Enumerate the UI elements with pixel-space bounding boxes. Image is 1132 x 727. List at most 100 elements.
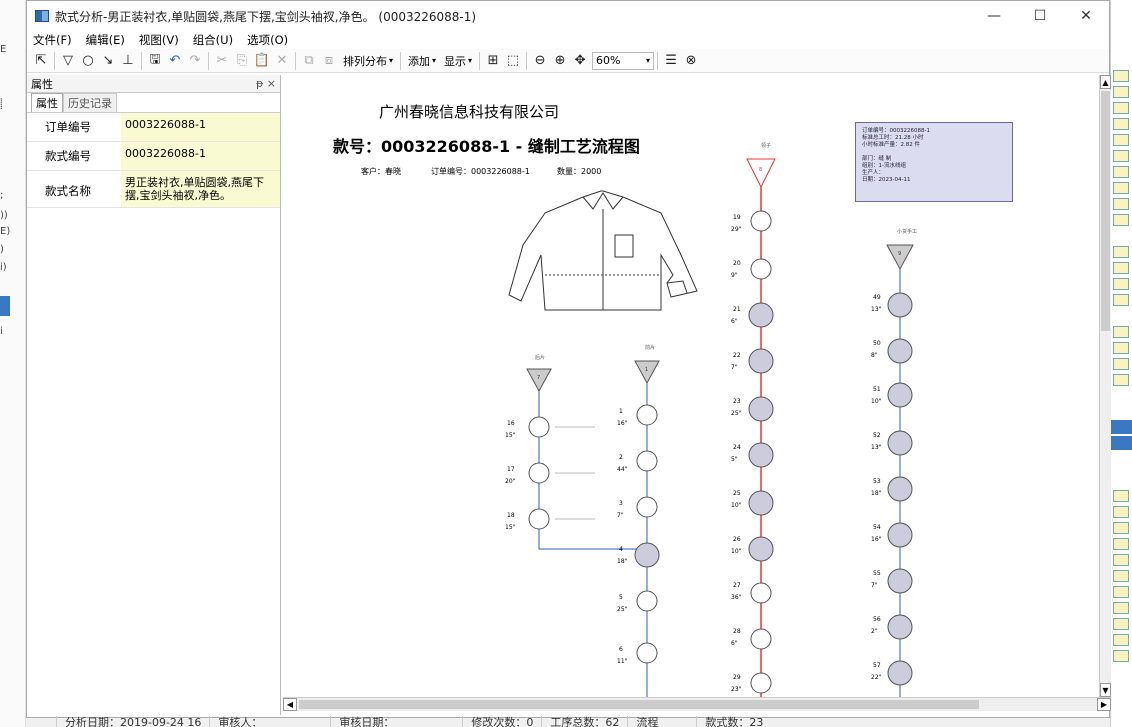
status-bar: 分析日期：2019-09-24 16 审核人： 审核日期： 修改次数：0 工序总… <box>26 716 1110 727</box>
properties-panel: 属性 ᵽ × 属性 历史记录 订单编号 0003226088-1 款式编号 00… <box>27 75 281 715</box>
zoom-in-icon[interactable]: ⊕ <box>554 53 566 68</box>
arrange-dropdown[interactable]: 排列分布▾ <box>343 54 394 68</box>
scroll-thumb[interactable] <box>1101 91 1110 331</box>
svg-text:9: 9 <box>898 251 901 257</box>
menu-view[interactable]: 视图(V) <box>138 33 179 47</box>
add-dropdown[interactable]: 添加▾ <box>408 54 437 68</box>
prop-row-style-no[interactable]: 款式编号 0003226088-1 <box>27 142 280 171</box>
list-icon[interactable]: ☰ <box>665 53 677 68</box>
svg-text:16: 16 <box>507 420 515 427</box>
background-window-left: E ⸽ ; )) E) ) i) i <box>0 0 26 727</box>
status-total-steps: 工序总数：62 <box>541 716 627 727</box>
triangle-tool-icon[interactable]: ▽ <box>63 53 73 68</box>
horizontal-scrollbar[interactable]: ◀ ▶ <box>283 697 1111 711</box>
show-dropdown[interactable]: 显示▾ <box>444 54 473 68</box>
select-region-icon[interactable]: ⬚ <box>506 53 520 68</box>
svg-text:51: 51 <box>873 386 881 393</box>
chevron-down-icon: ▾ <box>432 56 437 65</box>
svg-text:36": 36" <box>731 594 742 601</box>
close-circle-icon[interactable]: ⊗ <box>685 53 697 68</box>
copy-icon[interactable]: ⎘ <box>236 53 248 68</box>
prop-value[interactable]: 男正装衬衣,单贴圆袋,燕尾下摆,宝剑头袖衩,净色。 <box>121 171 280 207</box>
prop-value[interactable]: 0003226088-1 <box>121 142 280 170</box>
maximize-button[interactable]: ☐ <box>1033 8 1047 24</box>
tab-history[interactable]: 历史记录 <box>63 93 117 112</box>
svg-text:13": 13" <box>871 444 882 451</box>
pin-close-icon[interactable]: ᵽ × <box>255 77 276 90</box>
status-styles: 款式数：23 <box>696 716 771 727</box>
paste-icon[interactable]: 📋 <box>253 53 271 68</box>
redo-icon[interactable]: ↷ <box>189 53 201 68</box>
svg-text:1: 1 <box>619 408 623 415</box>
menu-edit[interactable]: 编辑(E) <box>85 33 125 47</box>
svg-text:29: 29 <box>733 674 741 681</box>
shirt-drawing <box>508 190 698 311</box>
scroll-left-icon[interactable]: ◀ <box>283 698 297 711</box>
zoom-out-icon[interactable]: ⊖ <box>534 53 546 68</box>
column-label: 小货手工 <box>897 228 917 235</box>
svg-text:25": 25" <box>617 606 628 613</box>
customer-label: 客户：春晓 <box>361 167 401 176</box>
vertical-scrollbar[interactable]: ▲ ▼ <box>1099 75 1111 697</box>
prop-row-order-no[interactable]: 订单编号 0003226088-1 <box>27 113 280 142</box>
toolbar: ⇱ ▽ ○ ↘ ⊥ 🖫 ↶ ↷ ✂ ⎘ 📋 ✕ ⧉ ⧈ 排列分布▾ 添加▾ 显示… <box>27 49 1109 73</box>
prop-row-style-name[interactable]: 款式名称 男正装衬衣,单贴圆袋,燕尾下摆,宝剑头袖衩,净色。 <box>27 171 280 208</box>
tab-properties[interactable]: 属性 <box>31 93 63 112</box>
column-label: 后片 <box>535 354 545 361</box>
svg-text:18": 18" <box>871 490 882 497</box>
svg-text:1: 1 <box>645 367 648 373</box>
svg-text:19: 19 <box>733 214 741 221</box>
save-icon[interactable]: 🖫 <box>149 51 161 67</box>
chevron-down-icon: ▾ <box>646 56 651 65</box>
undo-icon[interactable]: ↶ <box>169 53 181 68</box>
menu-group[interactable]: 组合(U) <box>192 33 234 47</box>
chevron-down-icon: ▾ <box>389 56 394 65</box>
svg-text:3: 3 <box>619 500 623 507</box>
svg-text:54: 54 <box>873 524 881 531</box>
order-label: 订单编号：0003226088-1 <box>431 167 530 176</box>
prop-key: 订单编号 <box>45 120 91 134</box>
info-box[interactable]: 订单编号：0003226088-1 标准总工时：21.28 小时 小时标准产量：… <box>855 122 1013 202</box>
menu-options[interactable]: 选项(O) <box>247 33 289 47</box>
window-controls: — ☐ ✕ <box>971 1 1109 31</box>
status-flow: 流程 <box>627 716 666 727</box>
prop-key: 款式编号 <box>45 149 91 163</box>
status-review-date: 审核日期： <box>330 716 402 727</box>
svg-text:5: 5 <box>619 594 623 601</box>
properties-title: 属性 <box>31 77 53 91</box>
fit-selection-icon[interactable]: ⊞ <box>487 53 499 68</box>
pan-icon[interactable]: ✥ <box>574 53 586 68</box>
circle-tool-icon[interactable]: ○ <box>82 53 94 68</box>
svg-text:18: 18 <box>507 512 515 519</box>
svg-text:6": 6" <box>731 640 738 647</box>
scroll-down-icon[interactable]: ▼ <box>1100 683 1111 697</box>
prop-key: 款式名称 <box>45 184 91 198</box>
svg-text:27: 27 <box>733 582 741 589</box>
zoom-select[interactable]: 60%▾ <box>592 51 655 70</box>
svg-text:6": 6" <box>731 318 738 325</box>
pointer-icon[interactable]: ⇱ <box>35 53 47 68</box>
delete-icon[interactable]: ✕ <box>276 53 288 68</box>
scroll-thumb[interactable] <box>299 700 979 709</box>
svg-text:29": 29" <box>731 226 742 233</box>
flowchart-canvas[interactable]: 广州春晓信息科技有限公司 款号：0003226088-1 - 缝制工艺流程图 客… <box>283 75 1099 697</box>
svg-text:49: 49 <box>873 294 881 301</box>
send-back-icon[interactable]: ⧈ <box>324 53 334 68</box>
title-bar[interactable]: 款式分析-男正装衬衣,单贴圆袋,燕尾下摆,宝剑头袖衩,净色。 (00032260… <box>27 1 1109 31</box>
close-button[interactable]: ✕ <box>1080 8 1092 24</box>
svg-text:7": 7" <box>731 364 738 371</box>
bring-front-icon[interactable]: ⧉ <box>304 53 314 68</box>
cut-icon[interactable]: ✂ <box>216 53 228 68</box>
diagonal-line-icon[interactable]: ↘ <box>102 53 114 68</box>
elbow-line-icon[interactable]: ⊥ <box>122 53 134 68</box>
menu-file[interactable]: 文件(F) <box>33 33 72 47</box>
minimize-button[interactable]: — <box>987 8 1001 24</box>
svg-text:15": 15" <box>505 524 516 531</box>
svg-text:21: 21 <box>733 306 741 313</box>
menu-bar: 文件(F) 编辑(E) 视图(V) 组合(U) 选项(O) <box>27 31 1109 49</box>
properties-tabs: 属性 历史记录 <box>27 93 280 113</box>
scroll-right-icon[interactable]: ▶ <box>1097 698 1111 711</box>
scroll-up-icon[interactable]: ▲ <box>1100 75 1111 89</box>
status-reviewer: 审核人： <box>209 716 270 727</box>
prop-value[interactable]: 0003226088-1 <box>121 113 280 141</box>
